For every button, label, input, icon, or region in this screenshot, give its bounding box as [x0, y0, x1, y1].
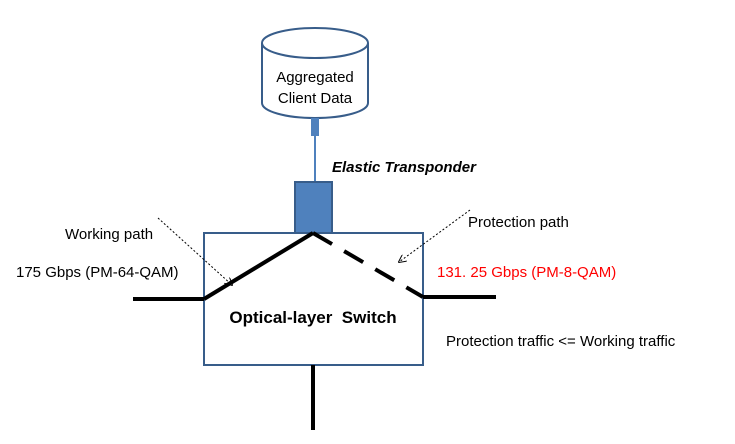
protection-path-arrow: [399, 209, 471, 262]
protection-rate-label: 131. 25 Gbps (PM-8-QAM): [437, 264, 616, 281]
database-top: [261, 27, 369, 59]
traffic-note: Protection traffic <= Working traffic: [446, 333, 676, 350]
database-label-line1: Aggregated: [276, 69, 354, 86]
database-connector: [311, 118, 319, 182]
protection-path-line: [311, 231, 425, 299]
optical-switch-box: [203, 232, 424, 366]
working-path-label: Working path: [65, 226, 153, 243]
client-data-database: Aggregated Client Data: [261, 27, 369, 119]
working-rate-label: 175 Gbps (PM-64-QAM): [16, 264, 179, 281]
working-path-line: [202, 231, 315, 301]
transponder-label: Elastic Transponder: [332, 159, 477, 176]
elastic-transponder: [294, 181, 333, 234]
protection-path-label: Protection path: [468, 214, 569, 231]
switch-label: Optical-layer Switch: [229, 308, 396, 327]
working-path-arrow: [157, 217, 232, 285]
database-label-line2: Client Data: [278, 90, 353, 107]
connector-plug: [311, 118, 319, 136]
